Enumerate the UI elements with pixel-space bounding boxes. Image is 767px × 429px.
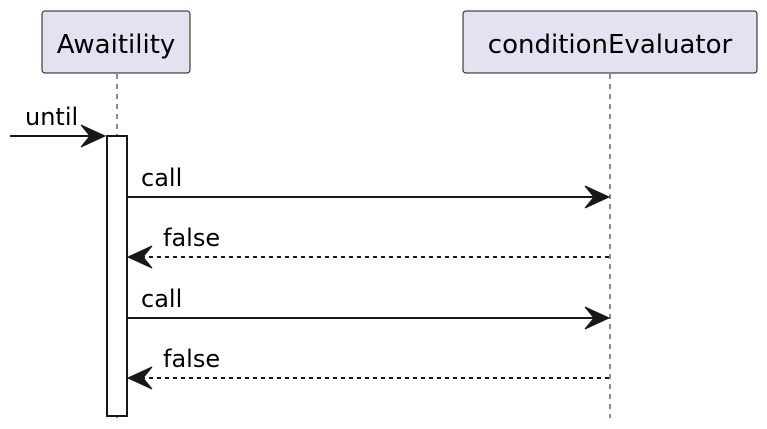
awaitility-activation-bar [106, 135, 128, 417]
message-false-2-label: false [163, 345, 220, 373]
message-call-2-arrowhead [584, 306, 611, 330]
participant-awaitility: Awaitility [41, 10, 191, 74]
participant-box-condition-evaluator [462, 10, 758, 74]
participant-label-awaitility: Awaitility [57, 30, 176, 60]
message-call-1-arrowhead [584, 185, 611, 209]
message-false-1: false [126, 224, 609, 269]
participant-label-condition-evaluator: conditionEvaluator [488, 30, 733, 60]
participant-box-awaitility [41, 10, 191, 74]
message-until: until [10, 103, 107, 148]
message-false-2: false [126, 345, 609, 390]
message-until-arrowhead [80, 124, 107, 148]
message-call-1: call [127, 164, 611, 209]
message-false-1-arrowhead [126, 245, 153, 269]
message-false-1-label: false [163, 224, 220, 252]
message-false-2-arrowhead [126, 366, 153, 390]
message-until-label: until [25, 103, 78, 131]
message-call-2: call [127, 285, 611, 330]
participant-condition-evaluator: conditionEvaluator [462, 10, 758, 74]
message-call-2-label: call [141, 285, 182, 313]
message-call-1-label: call [141, 164, 182, 192]
